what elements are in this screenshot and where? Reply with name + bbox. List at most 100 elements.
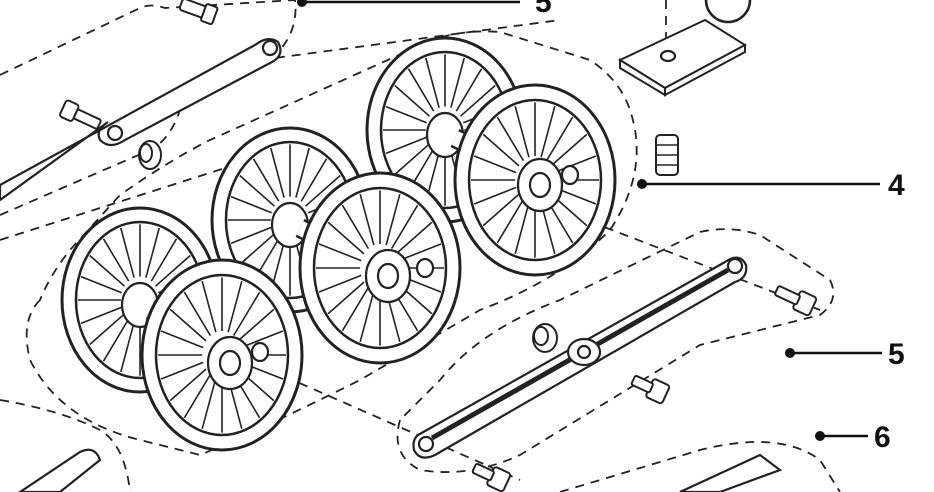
wheel-spoke (394, 84, 431, 117)
wheel-spoke (102, 318, 130, 362)
wheel-spoke (341, 204, 370, 250)
rod-hole (417, 435, 435, 453)
mounting-plate (617, 18, 747, 97)
wheel-spoke (385, 136, 427, 155)
callout-label: 5 (888, 338, 905, 371)
rod-hole (106, 124, 124, 142)
upper-rod-group-outline (0, 0, 297, 216)
axle-alignment-line (0, 159, 251, 241)
wheel-spoke (341, 286, 370, 332)
wheel-spoke (89, 254, 126, 287)
wheel-spoke (482, 193, 520, 227)
wheel-spoke (455, 68, 483, 112)
screw-upper-rod (59, 99, 102, 130)
axle-alignment-line (269, 369, 521, 481)
wheel-spoke (145, 227, 160, 278)
wheel-spoke (425, 57, 440, 108)
wheel-spoke (359, 193, 375, 246)
screw-lower-bottom (471, 462, 512, 492)
crank-pin (250, 341, 270, 363)
wheel-spoke (395, 221, 433, 255)
axle-alignment-line (259, 19, 561, 61)
callout-label: 5 (535, 0, 552, 19)
wheel-spoke (390, 204, 419, 250)
callout-4: 4 (637, 169, 905, 202)
bottom-left-bracket (18, 448, 102, 492)
screw-top-left (178, 0, 219, 26)
callout-label: 4 (888, 169, 905, 202)
wheel-spoke (359, 290, 375, 343)
wheel-spoke (545, 116, 574, 162)
lower-rod-group-outline (396, 228, 835, 473)
wheel-spoke (540, 105, 556, 158)
wheel-spoke (450, 57, 465, 108)
wheel-spoke (201, 280, 217, 333)
wheel-spoke (459, 84, 496, 117)
wheel-spoke (239, 174, 276, 207)
wheel-spoke (240, 330, 284, 349)
mounting-screw (655, 134, 679, 176)
wheel-spoke (201, 377, 217, 430)
wheel-spoke (482, 133, 520, 167)
wheel-spoke (150, 238, 178, 282)
wheel-spoke (304, 174, 341, 207)
wheel-front-right (453, 83, 617, 277)
wheel-spoke (239, 233, 276, 266)
callout-5: 5 (785, 338, 905, 371)
wheel-spoke (385, 193, 401, 246)
wheel-spoke (169, 368, 207, 402)
wheel-spoke (169, 308, 207, 342)
wheel-spoke (80, 275, 122, 294)
callout-label: 6 (874, 421, 891, 454)
bottom-group-outline (559, 441, 841, 492)
upper-coupling-rod (0, 38, 282, 202)
wheel-spoke (232, 291, 261, 337)
wheel-front-left (140, 258, 304, 452)
wheelset-group-outline (25, 30, 638, 456)
crank-pin (415, 257, 435, 279)
wheel-spoke (237, 308, 275, 342)
callout-top: 5 (297, 0, 552, 19)
bushing-upper (138, 140, 162, 170)
top-right-circle-part (704, 0, 752, 24)
wheel-spoke (327, 221, 365, 255)
crank-pin (560, 164, 580, 186)
wheel-spoke (252, 158, 280, 202)
rod-hole (576, 344, 592, 360)
wheel-spoke (227, 280, 243, 333)
screw-lower-middle (630, 374, 671, 405)
wheel-spoke (230, 226, 272, 245)
wheel-spoke (102, 238, 130, 282)
wheel-spoke (270, 147, 285, 198)
wheel-spoke (553, 155, 597, 174)
wheel-spoke (394, 143, 431, 176)
wheel-spoke (398, 243, 442, 262)
wheel-spoke (183, 291, 212, 337)
wheel-spoke (120, 227, 135, 278)
wheel-spoke (550, 133, 588, 167)
rod-hole (261, 39, 279, 57)
wheel-spoke (160, 361, 204, 380)
callout-6: 6 (815, 421, 891, 454)
wheel-spoke (514, 202, 530, 255)
wheel-spoke (496, 116, 525, 162)
wheel-spoke (318, 274, 362, 293)
wheel-spoke (473, 186, 517, 205)
wheel-front-middle (298, 171, 462, 365)
wheel-spoke (230, 195, 272, 214)
wheel-spoke (80, 306, 122, 325)
wheel-spoke (496, 198, 525, 244)
wheel-spoke (160, 330, 204, 349)
wheel-spoke (154, 254, 191, 287)
wheel-spoke (473, 155, 517, 174)
wheel-spoke (295, 147, 310, 198)
wheel-spoke (514, 105, 530, 158)
bushing-lower (532, 323, 558, 353)
wheel-spoke (327, 281, 365, 315)
wheel-spoke (183, 373, 212, 419)
rod-hole (726, 257, 744, 275)
wheel-spoke (120, 322, 135, 373)
lower-coupling-rod (412, 256, 748, 459)
left-bottom-outline (0, 399, 131, 492)
wheel-spoke (318, 243, 362, 262)
